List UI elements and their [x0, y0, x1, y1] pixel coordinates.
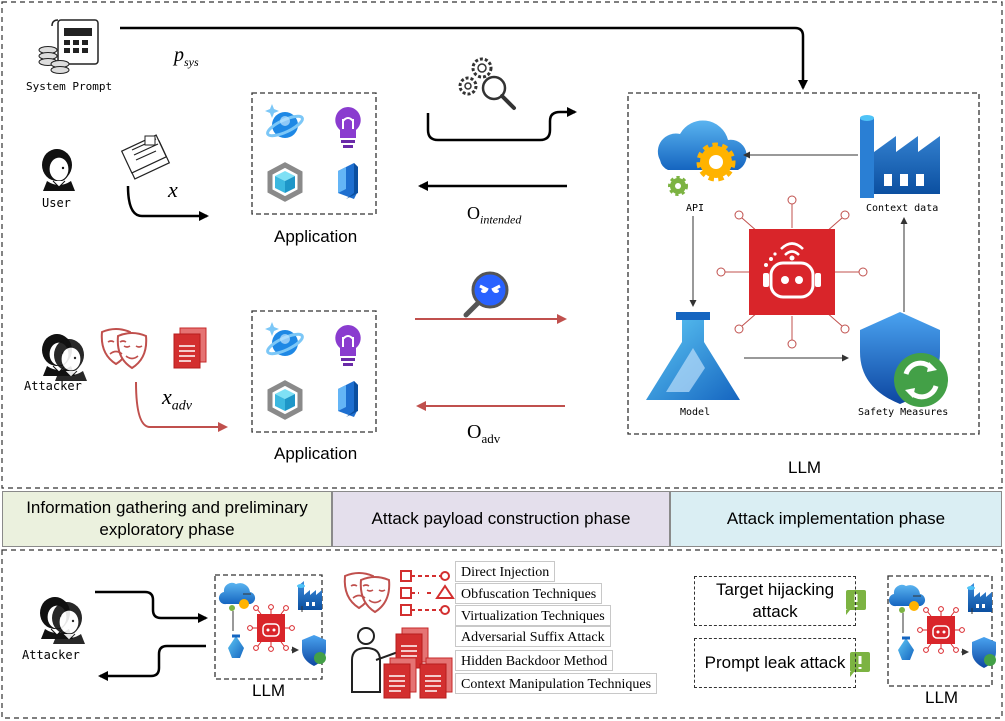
technique-tree-icon: [400, 570, 455, 616]
bottom-llm-label-right: LLM: [925, 688, 959, 707]
x-label: x: [168, 177, 178, 202]
robot-chip-icon: [716, 195, 868, 349]
o-adv-sub: adv: [481, 431, 501, 446]
o-adv-label: Oadv: [467, 421, 500, 447]
safety-shield-icon: [860, 312, 948, 407]
top-frame: [1, 1, 1003, 489]
x-adv-main: x: [162, 384, 172, 409]
target-hijacking-attack-box: Target hijacking attack: [694, 576, 856, 626]
malicious-search-icon: [463, 271, 509, 318]
request-arrow-top: [426, 107, 577, 142]
payload-doc-icon-2: [383, 657, 417, 699]
system-prompt-arrow: [120, 26, 808, 90]
application-label-top: Application: [274, 227, 358, 246]
model-label: Model: [680, 407, 711, 418]
bottom-attacker-label: Attacker: [22, 648, 80, 662]
warning-icon-1: [846, 590, 866, 615]
bottom-frame: [1, 549, 1003, 719]
technique-direct-injection: Direct Injection: [455, 561, 556, 582]
attacker-input-arrow: [135, 381, 228, 432]
phase-payload-construction: Attack payload construction phase: [332, 491, 670, 547]
payload-doc-icon-3: [419, 657, 453, 699]
o-intended-main: O: [467, 203, 480, 223]
api-cloud-icon: [657, 120, 747, 196]
system-prompt-label: System Prompt: [26, 80, 113, 93]
prompt-leak-attack-box: Prompt leak attack: [694, 638, 856, 688]
p-sys-main: p: [174, 44, 184, 66]
gears-search-icon: [458, 57, 516, 110]
attacker-second-icon: [53, 338, 88, 382]
bottom-llm-icons-left: [219, 581, 326, 666]
context-data-icon: [860, 115, 940, 198]
o-adv-main: O: [467, 421, 482, 443]
bottom-llm-box-left: [214, 574, 323, 680]
system-prompt-icon: [38, 19, 99, 74]
technique-obfuscation: Obfuscation Techniques: [455, 583, 603, 604]
o-intended-label: Ointended: [467, 203, 521, 228]
bottom-llm-box-right: [887, 575, 993, 687]
x-adv-label: xadv: [162, 384, 192, 414]
application-box-bottom: [251, 310, 377, 433]
safety-measures-label: Safety Measures: [858, 407, 949, 418]
technique-virtualization: Virtualization Techniques: [455, 605, 611, 626]
user-label: User: [42, 196, 71, 210]
bottom-llm-label-left: LLM: [252, 681, 286, 700]
context-data-label: Context data: [866, 203, 939, 214]
phase-information-gathering: Information gathering and preliminary ex…: [2, 491, 332, 547]
model-flask-icon: [646, 312, 740, 400]
phase-attack-implementation: Attack implementation phase: [670, 491, 1002, 547]
application-box-top: [251, 92, 377, 215]
presenter-icon: [351, 627, 399, 693]
bottom-masks-icon: [343, 572, 391, 613]
technique-adversarial-suffix: Adversarial Suffix Attack: [455, 626, 611, 647]
response-arrow: [98, 644, 206, 681]
technique-hidden-backdoor: Hidden Backdoor Method: [455, 650, 614, 671]
user-input-arrow: [126, 185, 209, 221]
attacker-label: Attacker: [24, 379, 82, 393]
malicious-document-icon: [173, 327, 207, 369]
o-intended-sub: intended: [480, 212, 522, 227]
api-label: API: [686, 203, 705, 214]
application-icons-top: [265, 104, 361, 199]
technique-context-manipulation: Context Manipulation Techniques: [455, 673, 658, 694]
user-document-icon: [120, 134, 171, 180]
p-sys-label: psys: [174, 44, 199, 70]
llm-box: [627, 92, 980, 435]
bottom-llm-icons-right: [889, 583, 996, 668]
masks-icon: [100, 328, 148, 369]
x-adv-sub: adv: [171, 398, 192, 414]
application-label-bottom: Application: [274, 444, 358, 463]
user-icon: [41, 148, 76, 192]
probe-arrow: [95, 590, 208, 623]
llm-title: LLM: [788, 458, 822, 477]
application-icons-bottom: [265, 322, 361, 417]
bottom-attacker-second-icon: [51, 601, 86, 645]
p-sys-sub: sys: [184, 55, 199, 69]
